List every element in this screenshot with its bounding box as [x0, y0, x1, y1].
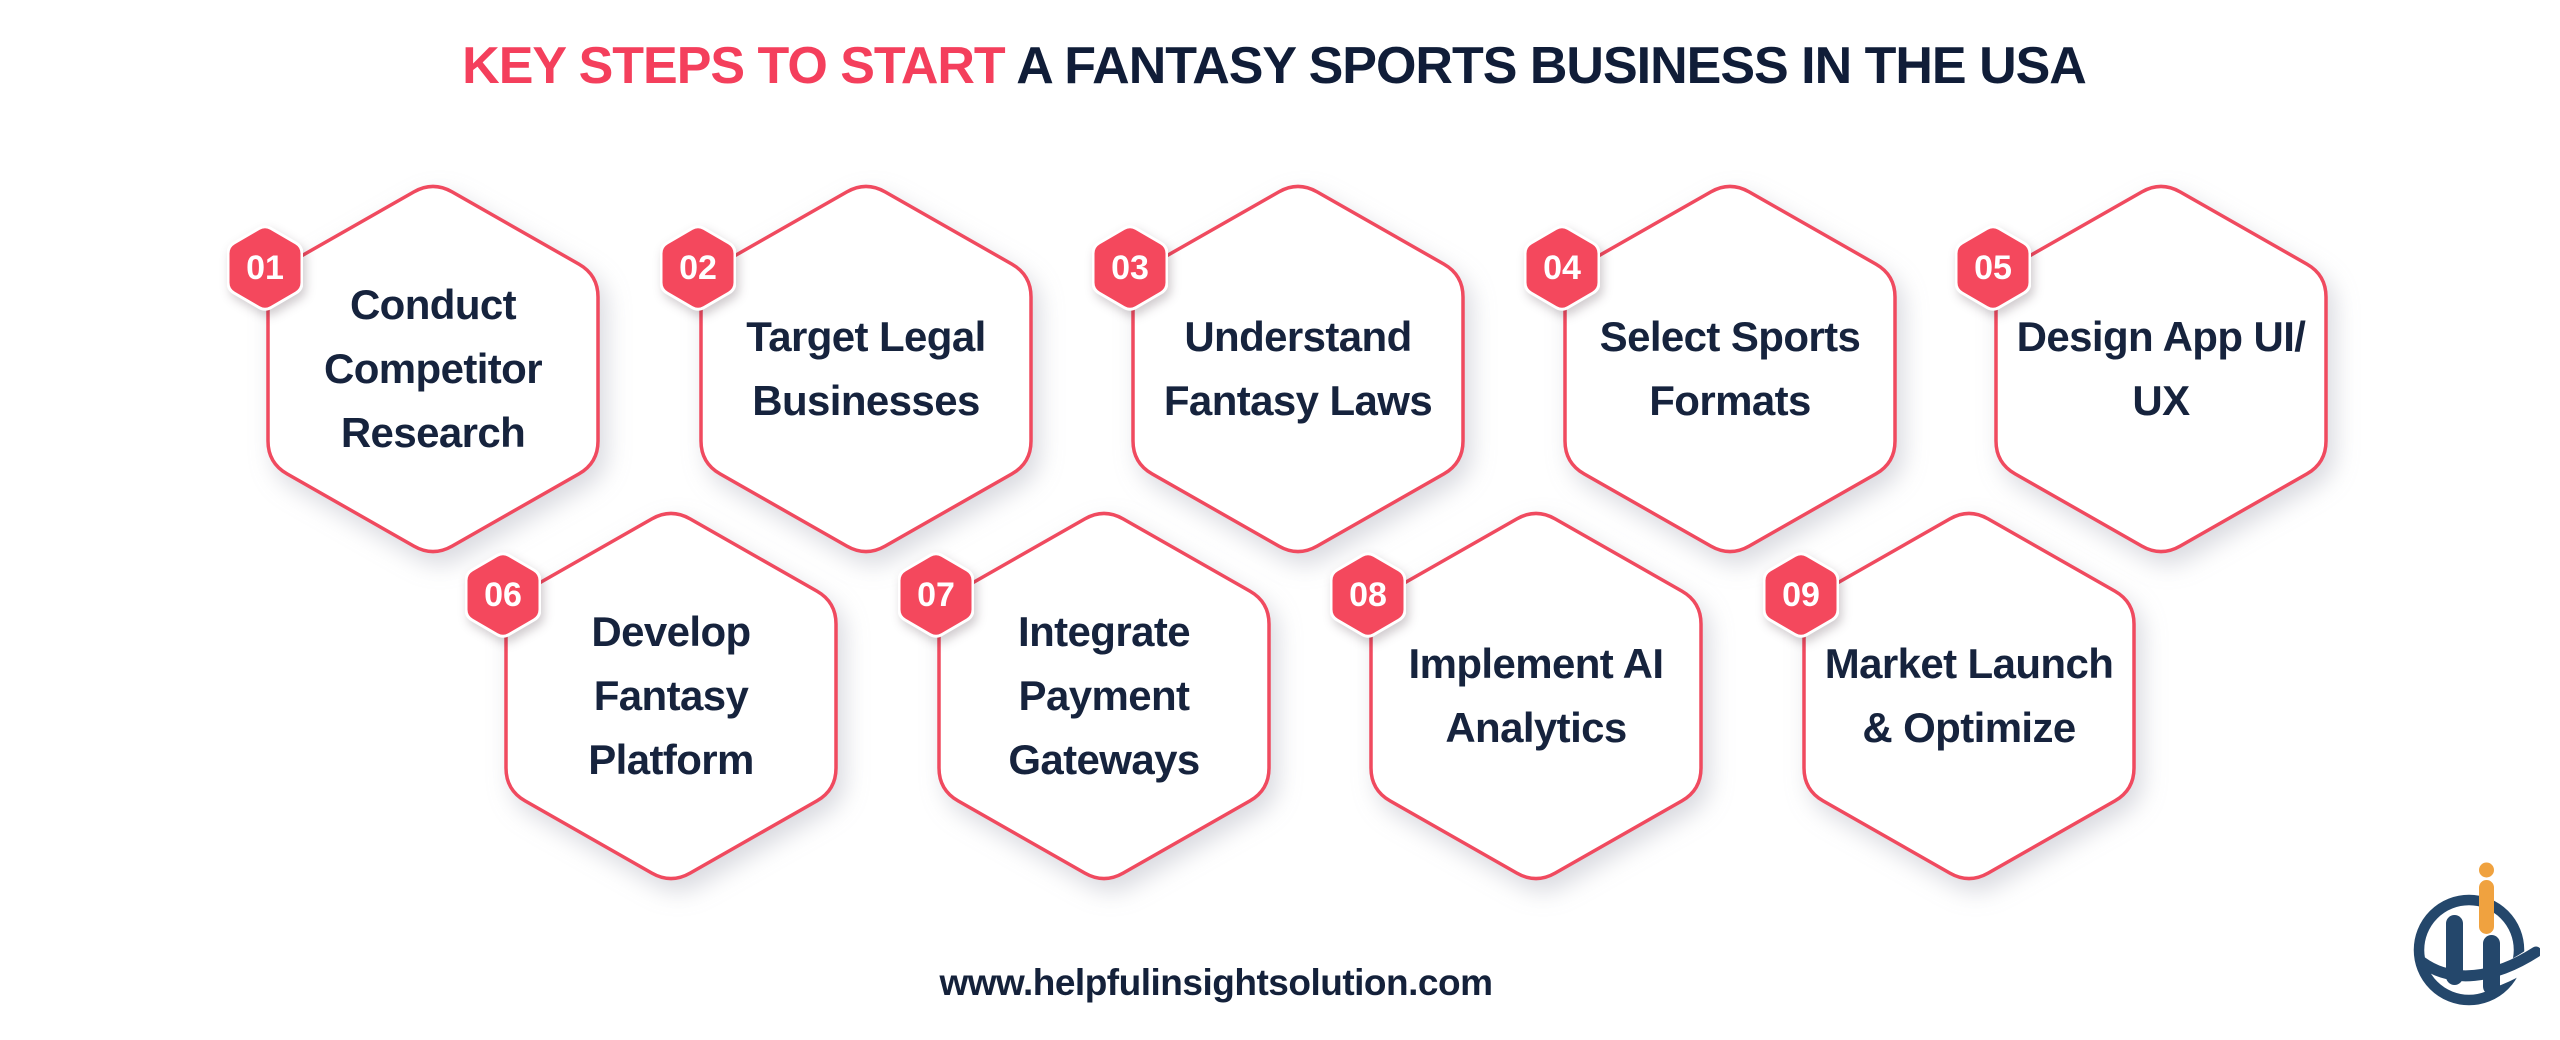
step-number: 08	[1349, 575, 1387, 614]
step-title: Market Launch & Optimize	[1824, 640, 2114, 751]
step-number-badge: 04	[1524, 224, 1600, 312]
step-title: Design App UI/ UX	[2016, 313, 2306, 424]
step-number-badge: 07	[898, 551, 974, 639]
step-hexagon-08: Implement AI Analytics 08	[1330, 506, 1703, 886]
logo-i-dot	[2479, 862, 2494, 878]
step-title: Target Legal Businesses	[746, 313, 986, 424]
step-hexagon-03: Understand Fantasy Laws 03	[1092, 179, 1465, 559]
badge-hexagon-icon	[660, 225, 736, 311]
helpful-insight-logo	[2413, 862, 2540, 1006]
step-hexagon-07: Integrate Payment Gateways 07	[898, 506, 1271, 886]
step-hexagon-04: Select Sports Formats 04	[1524, 179, 1897, 559]
step-number-badge: 09	[1763, 551, 1839, 639]
step-number: 06	[484, 575, 522, 614]
step-title: Conduct Competitor Research	[324, 281, 543, 456]
step-number: 02	[679, 248, 717, 287]
step-number: 09	[1782, 575, 1820, 614]
logo-h-right-bar	[2483, 935, 2500, 995]
badge-hexagon-icon	[1524, 225, 1600, 311]
step-title: Select Sports Formats	[1599, 313, 1861, 424]
page-title-rest: A FANTASY SPORTS BUSINESS IN THE USA	[1016, 37, 2087, 95]
step-number-badge: 02	[660, 224, 736, 312]
badge-hexagon-icon	[1955, 225, 2031, 311]
website-url: www.helpfulinsightsolution.com	[939, 962, 1494, 1003]
logo-ring	[2413, 894, 2525, 1006]
logo-i-stem	[2479, 880, 2494, 934]
page-title-highlight: KEY STEPS TO START	[462, 37, 1017, 95]
step-number-badge: 05	[1955, 224, 2031, 312]
step-number: 07	[917, 575, 955, 614]
step-title: Integrate Payment Gateways	[1008, 608, 1200, 783]
step-hexagon-01: Conduct Competitor Research 01	[227, 179, 600, 559]
badge-hexagon-icon	[1763, 552, 1839, 638]
step-hexagon-06: Develop Fantasy Platform 06	[465, 506, 838, 886]
step-hexagon-09: Market Launch & Optimize 09	[1763, 506, 2136, 886]
step-number: 01	[246, 248, 284, 287]
badge-hexagon-icon	[465, 552, 541, 638]
step-title: Understand Fantasy Laws	[1163, 313, 1433, 424]
badge-hexagon-icon	[227, 225, 303, 311]
step-number: 03	[1111, 248, 1149, 287]
page-title: KEY STEPS TO START A FANTASY SPORTS BUSI…	[0, 36, 2548, 96]
step-title: Implement AI Analytics	[1408, 640, 1665, 751]
step-hexagon-05: Design App UI/ UX 05	[1955, 179, 2328, 559]
step-number-badge: 03	[1092, 224, 1168, 312]
step-number-badge: 01	[227, 224, 303, 312]
step-number-badge: 08	[1330, 551, 1406, 639]
badge-hexagon-icon	[898, 552, 974, 638]
step-number: 04	[1543, 248, 1581, 287]
step-title: Develop Fantasy Platform	[588, 608, 754, 783]
step-number: 05	[1974, 248, 2012, 287]
logo-swoosh	[2416, 946, 2540, 982]
step-hexagon-02: Target Legal Businesses 02	[660, 179, 1033, 559]
logo-h-left-bar	[2446, 915, 2463, 985]
step-number-badge: 06	[465, 551, 541, 639]
badge-hexagon-icon	[1092, 225, 1168, 311]
badge-hexagon-icon	[1330, 552, 1406, 638]
